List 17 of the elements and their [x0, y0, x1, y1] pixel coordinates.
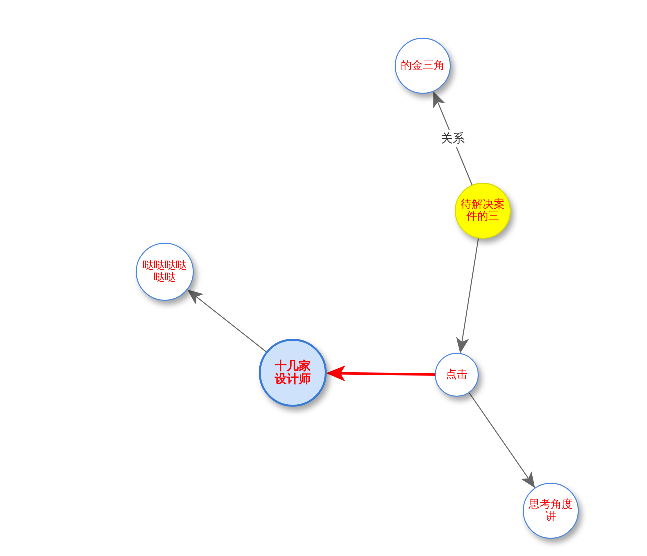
node-label: 十几家设计师	[274, 360, 312, 386]
node-label: 的金三角	[400, 60, 446, 72]
node-circle	[455, 183, 511, 239]
edge-label: 关系	[440, 130, 466, 148]
node-label: 点击	[445, 369, 469, 381]
node-label: 思考角度讲	[528, 499, 574, 523]
arrow	[326, 366, 436, 382]
arrow	[188, 290, 267, 352]
node-circle	[136, 243, 194, 301]
node-label: 待解决案件的三	[460, 199, 506, 223]
node-circle	[523, 483, 579, 539]
node-circle	[435, 353, 479, 397]
arrow	[456, 238, 480, 354]
node-circle	[259, 339, 327, 407]
node-label: 哒哒哒哒哒哒	[142, 260, 188, 284]
arrow	[469, 392, 536, 488]
node-circle	[395, 38, 451, 94]
